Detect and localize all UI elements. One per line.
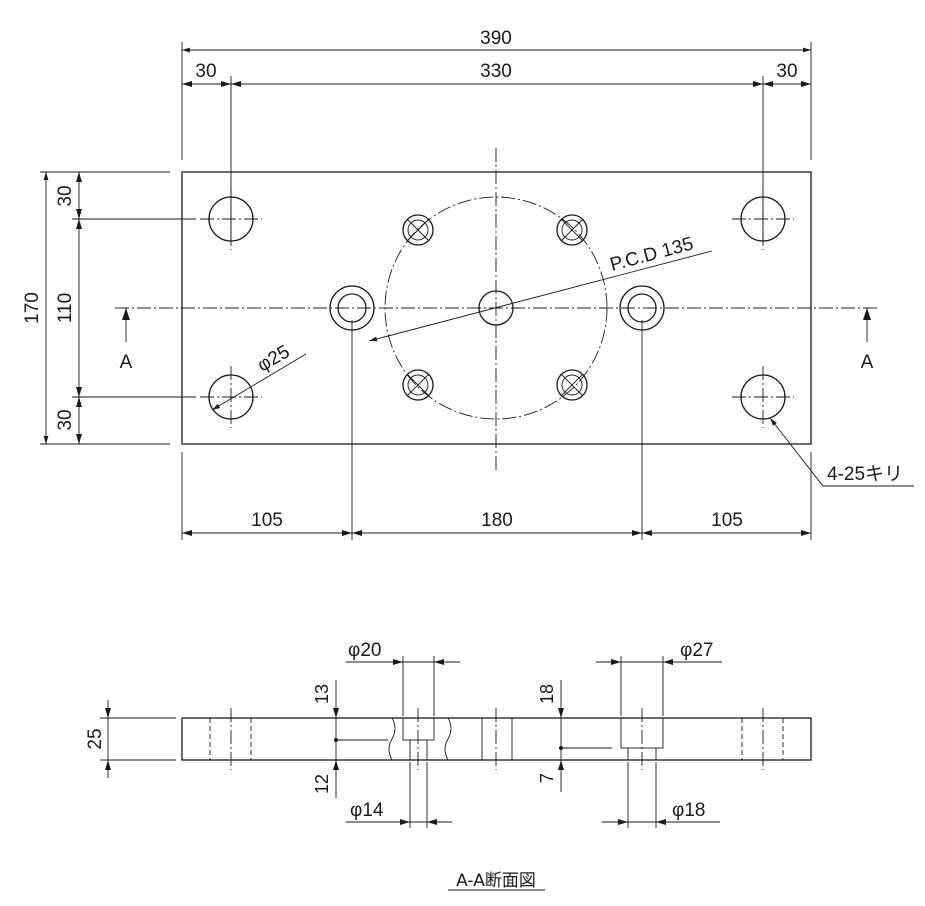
hole-note-label: 4-25キリ <box>827 464 903 485</box>
dim-text-25: 25 <box>85 728 106 749</box>
dim-text-left-30: 30 <box>195 61 216 82</box>
section-title: A-A断面図 <box>456 871 536 891</box>
dim-text-bottom-180: 180 <box>481 510 513 531</box>
section-marker-right: A <box>861 308 874 373</box>
dim-text-13: 13 <box>312 684 332 704</box>
dim-text-390: 390 <box>480 28 512 49</box>
dim-text-330: 330 <box>480 61 512 82</box>
diameter-leader <box>211 353 307 411</box>
section-outline <box>181 717 812 761</box>
pcd-hole-top-left <box>402 214 434 246</box>
dim-text-7: 7 <box>537 773 557 783</box>
diameter-label: φ25 <box>254 341 293 376</box>
dim-text-110: 110 <box>55 293 76 323</box>
center-hole <box>478 290 514 326</box>
dim-text-phi20: φ20 <box>348 640 381 661</box>
dim-text-170: 170 <box>22 292 43 324</box>
section-marker-left: A <box>120 308 133 373</box>
section-port-left <box>388 708 452 770</box>
svg-text:A: A <box>861 352 874 373</box>
dim-text-bottom-105-right: 105 <box>711 510 743 531</box>
dim-text-right-30: 30 <box>776 61 797 82</box>
dim-text-12: 12 <box>312 774 332 794</box>
pcd-label: P.C.D 135 <box>608 233 696 275</box>
dim-text-top-30: 30 <box>55 185 76 206</box>
pcd-hole-top-right <box>556 214 588 246</box>
pcd-circle <box>384 196 608 420</box>
dim-text-phi18: φ18 <box>672 800 705 821</box>
dim-text-bottom-105-left: 105 <box>251 510 283 531</box>
section-view: 25 φ2 <box>85 640 812 891</box>
pcd-hole-bottom-left <box>402 369 434 401</box>
section-port-right <box>620 708 664 770</box>
corner-holes <box>200 188 794 428</box>
pcd-holes <box>402 214 588 401</box>
pcd-leader <box>368 250 713 342</box>
hole-note-leader <box>769 417 914 487</box>
svg-text:A: A <box>120 352 133 373</box>
pcd-hole-bottom-right <box>556 369 588 401</box>
section-bolt-holes <box>209 708 784 770</box>
dim-text-phi14: φ14 <box>350 800 384 821</box>
dim-text-18: 18 <box>537 684 557 704</box>
top-view: 390 30 330 30 170 30 110 30 <box>22 28 914 540</box>
dim-text-phi27: φ27 <box>680 640 713 661</box>
dim-text-bottom-30: 30 <box>55 409 76 430</box>
